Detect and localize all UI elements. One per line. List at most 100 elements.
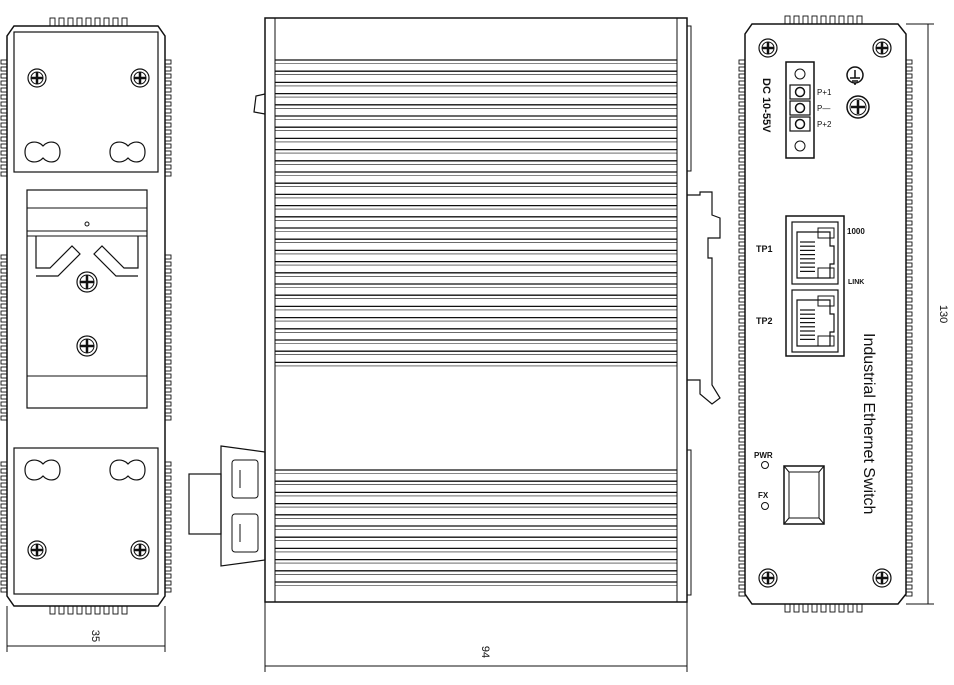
tooth <box>905 150 913 156</box>
tooth <box>164 461 172 467</box>
tooth <box>905 283 913 289</box>
tooth <box>738 437 746 443</box>
tooth <box>738 206 746 212</box>
tooth <box>164 524 172 530</box>
tooth <box>811 15 818 25</box>
tooth <box>164 415 172 421</box>
heatsink-fins <box>275 59 677 367</box>
tooth <box>905 353 913 359</box>
tooth <box>0 461 8 467</box>
screw-icon <box>76 271 98 293</box>
tooth <box>838 603 845 613</box>
tooth <box>905 129 913 135</box>
tooth <box>738 262 746 268</box>
tooth <box>164 394 172 400</box>
tooth <box>164 345 172 351</box>
rj45-port-icon <box>785 215 845 357</box>
tooth <box>164 282 172 288</box>
tooth <box>905 563 913 569</box>
tooth <box>738 129 746 135</box>
led-label-fx: FX <box>758 491 769 500</box>
fiber-port-icon <box>188 445 266 567</box>
tooth <box>164 324 172 330</box>
tooth <box>905 262 913 268</box>
tooth <box>738 283 746 289</box>
tooth <box>905 402 913 408</box>
fx-led <box>761 502 769 510</box>
tooth <box>738 563 746 569</box>
tooth <box>0 394 8 400</box>
tooth <box>905 444 913 450</box>
tooth <box>0 310 8 316</box>
tooth <box>738 507 746 513</box>
tooth <box>112 605 119 615</box>
tooth <box>738 591 746 597</box>
tooth <box>738 388 746 394</box>
tooth <box>847 603 854 613</box>
tooth <box>905 423 913 429</box>
tooth <box>738 185 746 191</box>
tooth <box>905 108 913 114</box>
tooth <box>0 408 8 414</box>
tooth <box>738 577 746 583</box>
tooth <box>738 255 746 261</box>
tooth <box>0 538 8 544</box>
tooth <box>738 136 746 142</box>
tooth <box>164 545 172 551</box>
tooth <box>738 514 746 520</box>
tooth <box>0 87 8 93</box>
tooth <box>738 318 746 324</box>
tooth <box>905 437 913 443</box>
tooth <box>164 115 172 121</box>
tooth <box>164 580 172 586</box>
tooth <box>0 580 8 586</box>
tooth <box>905 318 913 324</box>
tooth <box>164 573 172 579</box>
tooth <box>905 101 913 107</box>
side-view-left: 35 <box>0 17 172 652</box>
tooth <box>0 59 8 65</box>
tooth <box>738 444 746 450</box>
tooth <box>0 566 8 572</box>
tooth <box>905 570 913 576</box>
tooth <box>164 261 172 267</box>
port-label-tp2: TP2 <box>756 316 773 326</box>
tooth <box>905 164 913 170</box>
width-dimension: 35 <box>6 606 166 652</box>
tooth <box>905 290 913 296</box>
tooth <box>738 381 746 387</box>
tooth <box>856 603 863 613</box>
tooth <box>164 475 172 481</box>
screw-icon <box>76 335 98 357</box>
tooth <box>164 94 172 100</box>
tooth <box>905 549 913 555</box>
terminal-label: P— <box>817 104 830 113</box>
tooth <box>802 15 809 25</box>
tooth <box>905 143 913 149</box>
tooth <box>164 310 172 316</box>
tooth <box>738 227 746 233</box>
tooth <box>905 115 913 121</box>
tooth <box>905 248 913 254</box>
din-rail-clip-icon <box>687 191 721 405</box>
tooth <box>164 108 172 114</box>
tooth <box>905 486 913 492</box>
tooth <box>0 587 8 593</box>
tooth <box>164 489 172 495</box>
tooth <box>738 458 746 464</box>
tooth <box>0 108 8 114</box>
tooth <box>738 150 746 156</box>
tooth <box>738 276 746 282</box>
tooth <box>164 538 172 544</box>
tooth <box>784 15 791 25</box>
tooth <box>905 227 913 233</box>
tooth <box>905 255 913 261</box>
tooth <box>103 605 110 615</box>
tooth <box>0 359 8 365</box>
tooth <box>0 517 8 523</box>
led-label-1000: 1000 <box>847 227 865 236</box>
tooth <box>905 178 913 184</box>
tooth <box>67 17 74 27</box>
tooth <box>905 381 913 387</box>
tooth <box>0 489 8 495</box>
